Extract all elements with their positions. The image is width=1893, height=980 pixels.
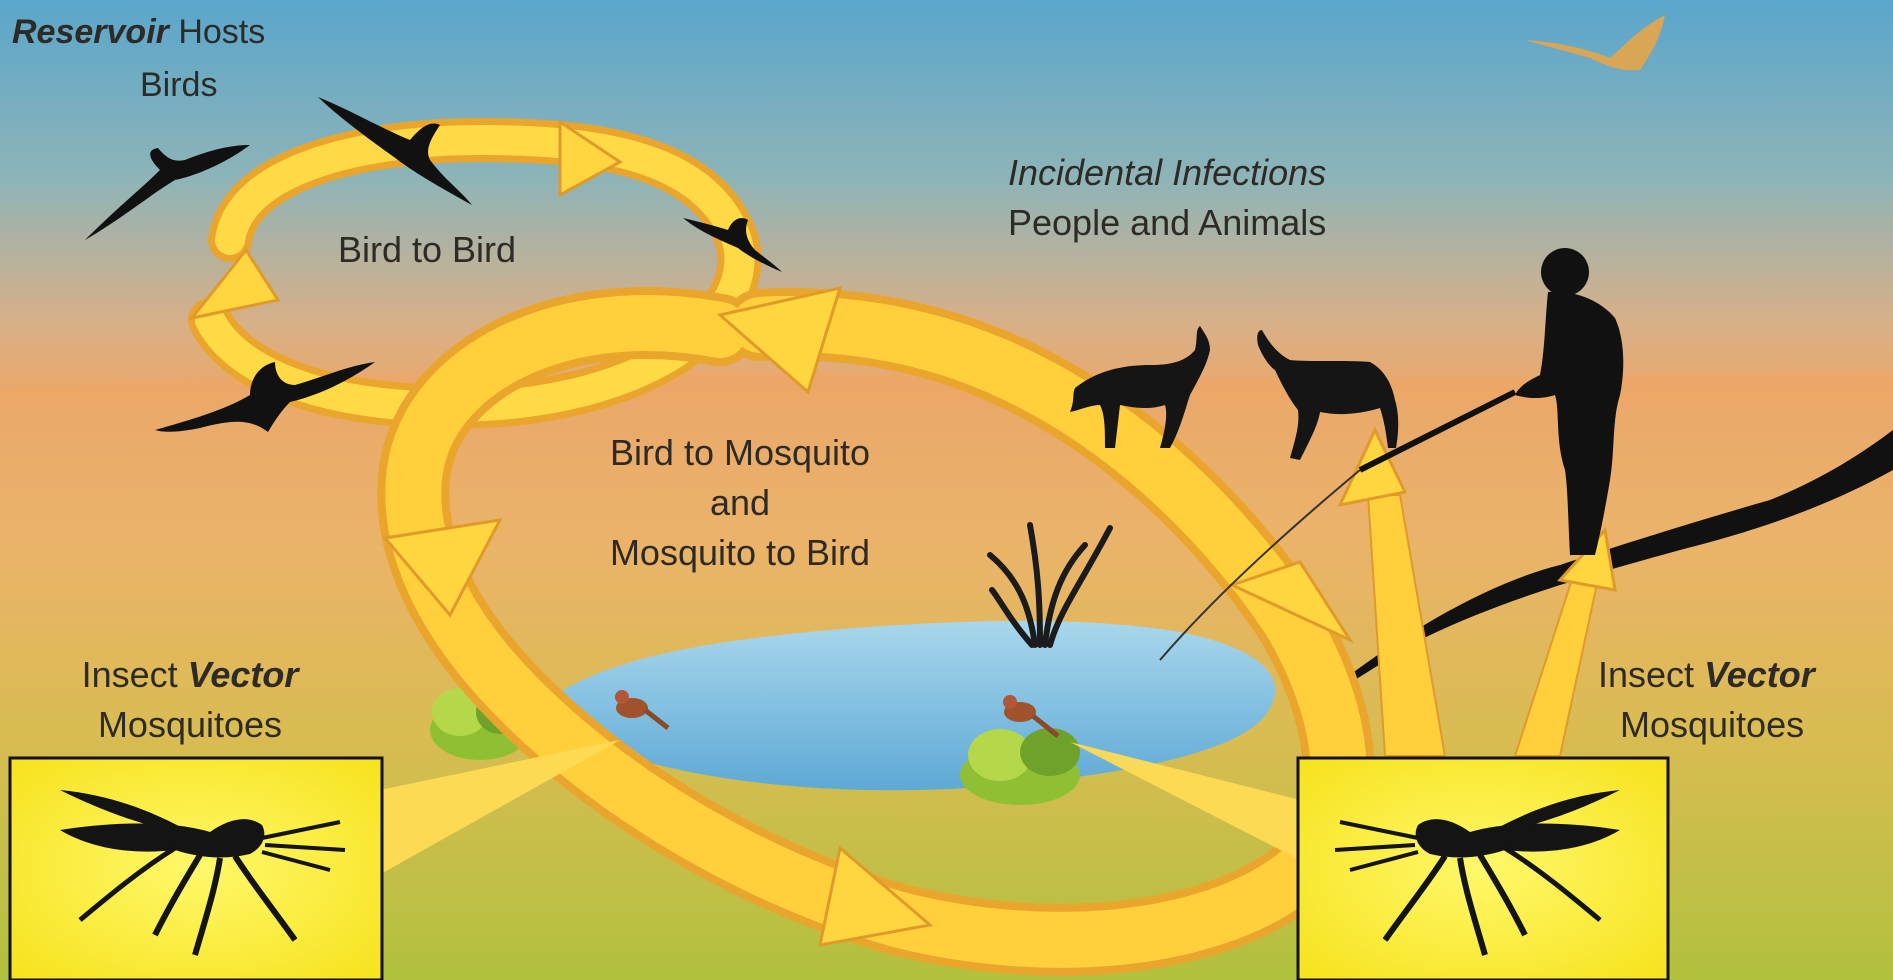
hosts-word: Hosts (178, 13, 265, 51)
vector-word: Vector (188, 654, 299, 695)
bird-mosquito-label: Bird to Mosquito and Mosquito to Bird (540, 428, 940, 578)
incidental-infections-label: Incidental Infections People and Animals (1008, 148, 1326, 248)
insect-vector-left-line2: Mosquitoes (20, 700, 360, 750)
mosquito-box-right (1298, 758, 1668, 980)
bird-to-bird-label: Bird to Bird (338, 226, 516, 274)
incidental-line1: Incidental Infections (1008, 148, 1326, 198)
insect-vector-right-line2: Mosquitoes (1598, 700, 1893, 750)
reservoir-hosts-label: Reservoir Hosts (12, 10, 265, 54)
insect-vector-right-line1: Insect Vector (1598, 650, 1893, 700)
bird-mosquito-line3: Mosquito to Bird (540, 528, 940, 578)
incidental-line2: People and Animals (1008, 198, 1326, 248)
bush-center-icon (960, 728, 1080, 805)
insect-word: Insect (82, 654, 178, 695)
bird-mosquito-line2: and (540, 478, 940, 528)
mosquito-box-left (10, 758, 382, 980)
birds-label: Birds (140, 63, 217, 107)
insect-vector-right-label: Insect Vector Mosquitoes (1598, 650, 1893, 750)
insect-word: Insect (1598, 654, 1694, 695)
bird-mosquito-line1: Bird to Mosquito (540, 428, 940, 478)
insect-vector-left-label: Insect Vector Mosquitoes (20, 650, 360, 750)
reservoir-word: Reservoir (12, 13, 169, 51)
insect-vector-left-line1: Insect Vector (20, 650, 360, 700)
vector-word: Vector (1704, 654, 1815, 695)
